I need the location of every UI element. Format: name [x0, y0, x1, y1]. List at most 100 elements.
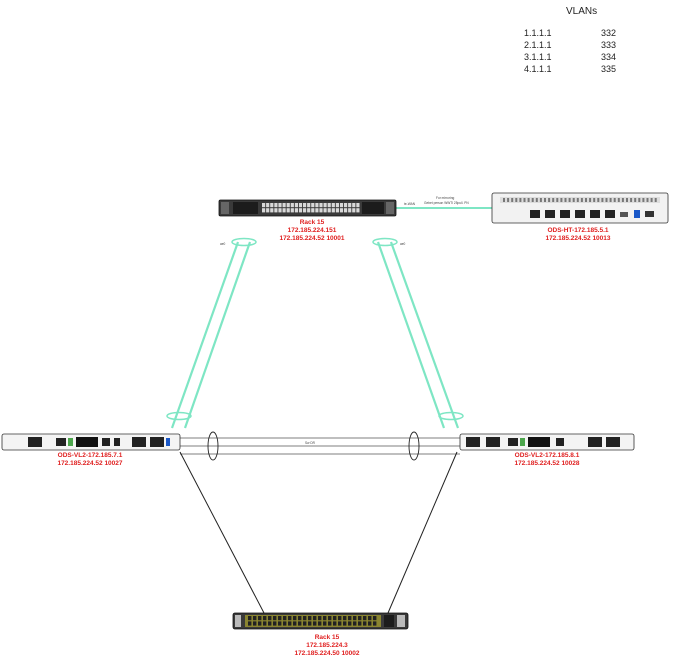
- port: [335, 203, 339, 208]
- port: [286, 203, 290, 208]
- vlan-ip: 1.1.1.1: [524, 28, 552, 38]
- port: [654, 198, 657, 202]
- link-layer: [170, 207, 493, 614]
- port: [290, 208, 294, 213]
- port: [597, 198, 600, 202]
- port: [248, 621, 252, 626]
- lag-link-left-1: [170, 241, 240, 429]
- vl2b-label-line2: 172.185.224.52 10028: [514, 460, 580, 467]
- port: [344, 208, 348, 213]
- vl2a-label-line1: ODS-VL2-172.185.7.1: [57, 452, 123, 459]
- port: [634, 198, 637, 202]
- port: [605, 198, 608, 202]
- port: [327, 208, 331, 213]
- vlan-row: 1.1.1.1 332: [524, 28, 616, 38]
- vl2b-label: ODS-VL2-172.185.8.1 172.185.224.52 10028: [497, 452, 597, 468]
- port: [307, 203, 311, 208]
- port: [258, 616, 262, 621]
- core-label-line2: 172.185.224.151: [287, 227, 337, 234]
- port: [288, 621, 292, 626]
- ht-label-line2: 172.185.224.52 10013: [545, 235, 611, 242]
- port: [323, 616, 327, 621]
- vlan-ip: 2.1.1.1: [524, 40, 552, 50]
- port: [338, 616, 342, 621]
- port: [253, 621, 257, 626]
- port: [248, 616, 252, 621]
- port: [348, 203, 352, 208]
- port: [348, 621, 352, 626]
- port: [589, 198, 592, 202]
- port: [308, 616, 312, 621]
- vlan-row: 2.1.1.1 333: [524, 40, 616, 50]
- bundle-markers: [166, 237, 464, 461]
- vl2a-label: ODS-VL2-172.185.7.1 172.185.224.52 10027: [40, 452, 140, 468]
- port: [313, 621, 317, 626]
- port: [290, 203, 294, 208]
- port: [318, 621, 322, 626]
- port: [282, 208, 286, 213]
- vlan-ip: 3.1.1.1: [524, 52, 552, 62]
- core-ht-link-label: te-WAN: [404, 202, 416, 206]
- bundle-ellipse-core-right: [372, 237, 398, 247]
- port: [278, 621, 282, 626]
- port: [303, 621, 307, 626]
- vlan-row: 3.1.1.1 334: [524, 52, 616, 62]
- mid-link-label: Sw DR: [305, 441, 316, 445]
- port: [338, 621, 342, 626]
- port: [368, 616, 372, 621]
- port: [283, 616, 287, 621]
- port: [358, 616, 362, 621]
- port: [294, 208, 298, 213]
- port: [262, 208, 266, 213]
- bundle-ellipse-vl2b: [438, 411, 464, 421]
- port: [523, 198, 526, 202]
- access-label-line2: 172.185.224.3: [306, 642, 348, 649]
- vlan-id: 333: [600, 40, 616, 50]
- port: [268, 616, 272, 621]
- port: [353, 616, 357, 621]
- port: [368, 621, 372, 626]
- port: [258, 621, 262, 626]
- port: [609, 198, 612, 202]
- lag-link-right-1: [376, 241, 446, 429]
- port: [303, 616, 307, 621]
- port: [560, 198, 563, 202]
- port: [333, 621, 337, 626]
- access-label-line1: Rack 15: [314, 634, 340, 641]
- port: [319, 208, 323, 213]
- port: [527, 198, 530, 202]
- lag-link-left-2: [183, 241, 252, 429]
- port: [278, 208, 282, 213]
- port: [356, 208, 360, 213]
- lag-link-right-2: [389, 241, 460, 429]
- ht-label: ODS-HT-172.185.5.1 172.185.224.52 10013: [528, 227, 628, 243]
- port: [278, 616, 282, 621]
- port: [352, 203, 356, 208]
- vl2-device-left: [1, 433, 181, 451]
- access-switch: [232, 612, 409, 630]
- ht-label-line1: ODS-HT-172.185.5.1: [547, 227, 609, 234]
- port: [270, 208, 274, 213]
- port: [507, 198, 510, 202]
- port: [339, 203, 344, 208]
- port: [548, 198, 551, 202]
- port: [298, 208, 303, 213]
- access-link-left: [179, 451, 265, 614]
- port: [638, 198, 641, 202]
- port: [339, 208, 344, 213]
- port: [319, 203, 323, 208]
- port: [626, 198, 628, 202]
- port: [650, 198, 653, 202]
- port: [298, 621, 302, 626]
- vlan-id: 335: [600, 64, 616, 74]
- port: [363, 616, 367, 621]
- mirror-label-1: For mirroring: [436, 196, 454, 200]
- core-label-line1: Rack 15: [299, 219, 325, 226]
- port: [333, 616, 337, 621]
- port: [580, 198, 583, 202]
- port: [630, 198, 633, 202]
- port: [282, 203, 286, 208]
- vlan-ip: 4.1.1.1: [524, 64, 552, 74]
- access-label: Rack 15 172.185.224.3 172.185.224.50 100…: [277, 634, 377, 658]
- port: [273, 621, 277, 626]
